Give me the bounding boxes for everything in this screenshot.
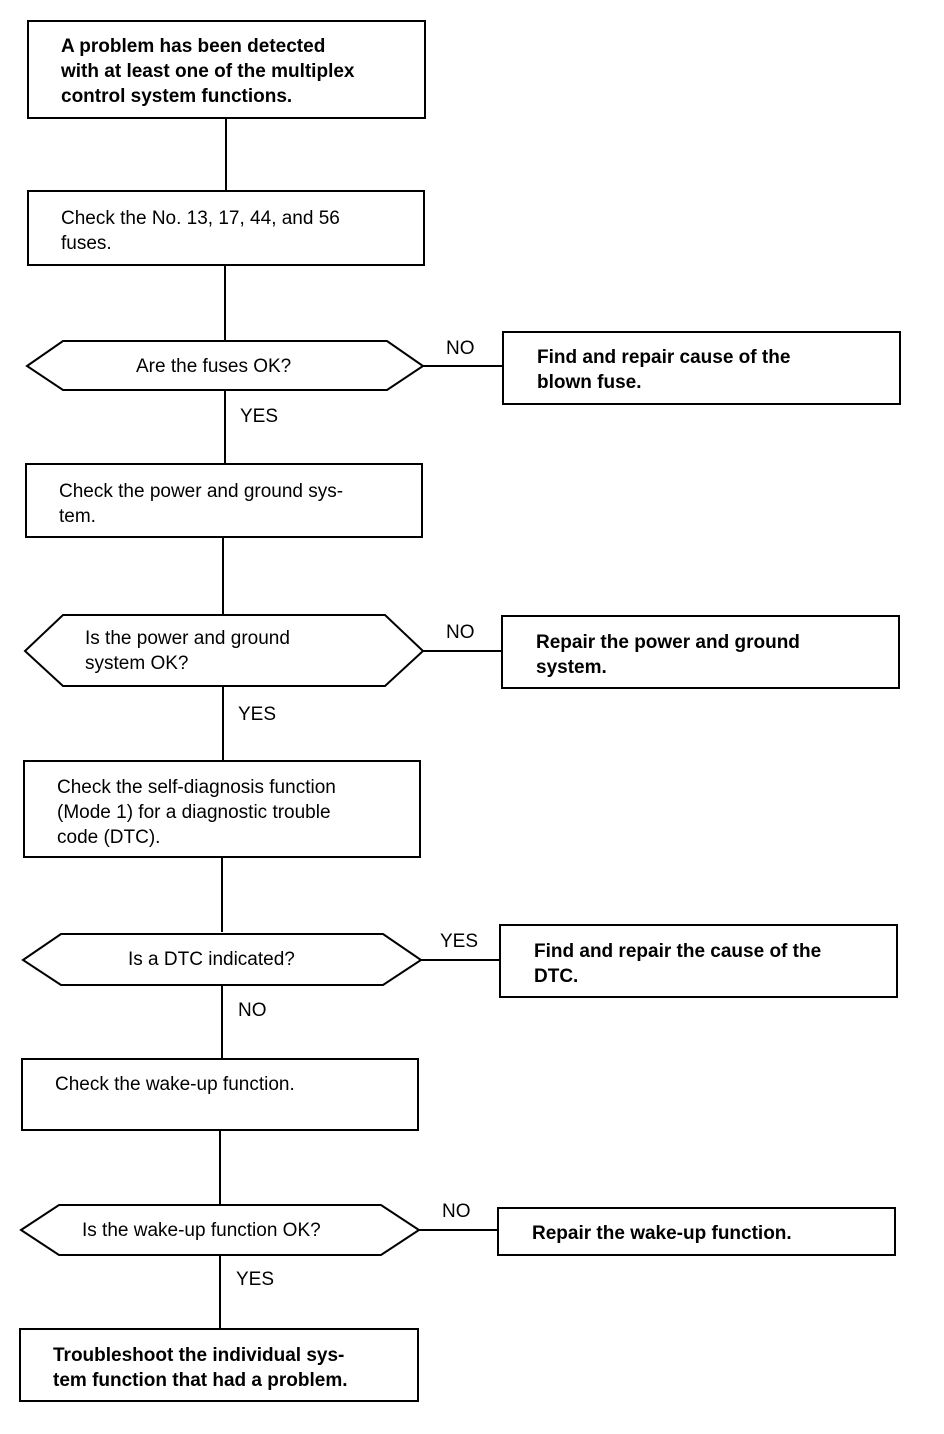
fix-fuses-box: Find and repair cause of the blown fuse. <box>502 331 901 405</box>
decision-dtc-shape <box>21 933 423 986</box>
decision-fuses-label: Are the fuses OK? <box>136 356 292 377</box>
power-yes-label: YES <box>238 704 277 725</box>
fix-power-box: Repair the power and ground system. <box>501 615 900 689</box>
check-dtc-box: Check the self-diagnosis function (Mode … <box>23 760 421 858</box>
wakeup-yes-label: YES <box>236 1269 275 1290</box>
decision-power-shape <box>23 614 425 687</box>
decision-wakeup-shape <box>19 1204 421 1256</box>
wakeup-no-label: NO <box>442 1201 471 1222</box>
check-fuses-box: Check the No. 13, 17, 44, and 56 fuses. <box>27 190 425 266</box>
fix-wakeup-box: Repair the wake-up function. <box>497 1207 896 1256</box>
decision-fuses-shape <box>25 340 425 391</box>
dtc-no-label: NO <box>238 1000 267 1021</box>
check-power-box: Check the power and ground sys- tem. <box>25 463 423 538</box>
decision-wakeup-label: Is the wake-up function OK? <box>82 1220 321 1241</box>
fuses-no-label: NO <box>446 338 475 359</box>
fix-dtc-box: Find and repair the cause of the DTC. <box>499 924 898 998</box>
fuses-yes-label: YES <box>240 406 279 427</box>
power-no-label: NO <box>446 622 475 643</box>
start-box: A problem has been detected with at leas… <box>27 20 426 119</box>
decision-dtc-label: Is a DTC indicated? <box>128 949 295 970</box>
dtc-yes-label: YES <box>440 931 479 952</box>
decision-power-label: Is the power and ground system OK? <box>85 628 290 674</box>
check-wakeup-box: Check the wake-up function. <box>21 1058 419 1131</box>
end-box: Troubleshoot the individual sys- tem fun… <box>19 1328 419 1402</box>
